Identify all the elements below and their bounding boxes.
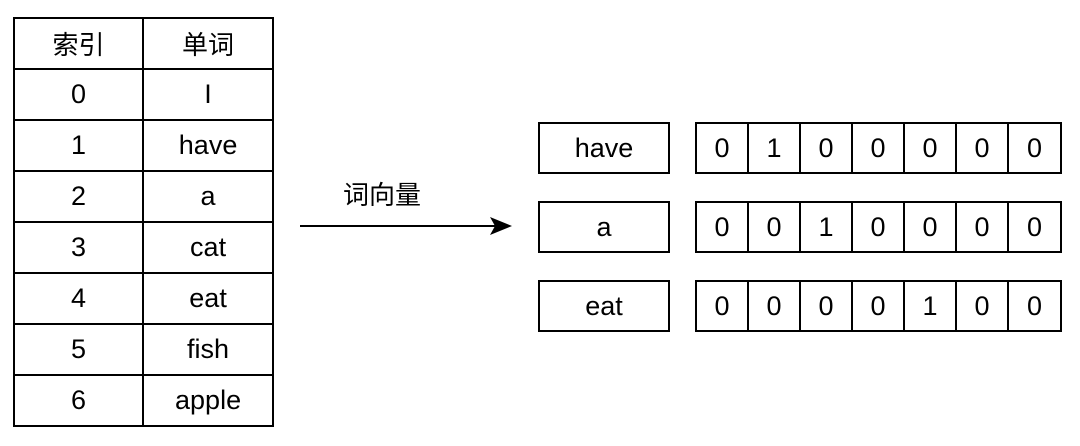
index-cell: 2 bbox=[12, 170, 145, 223]
one-hot-vector: 0 1 0 0 0 0 0 bbox=[695, 122, 1062, 174]
arrow-label: 词向量 bbox=[343, 181, 422, 211]
table-row: 1 have bbox=[12, 119, 274, 172]
vector-cell: 0 bbox=[853, 282, 905, 330]
vector-cell: 0 bbox=[853, 124, 905, 172]
vector-cell: 0 bbox=[905, 124, 957, 172]
word-cell: have bbox=[142, 119, 274, 172]
vector-cell: 0 bbox=[853, 203, 905, 251]
vector-cell: 0 bbox=[801, 124, 853, 172]
vector-word-label: have bbox=[538, 122, 670, 174]
word-cell: a bbox=[142, 170, 274, 223]
one-hot-vector: 0 0 1 0 0 0 0 bbox=[695, 201, 1062, 253]
vector-cell: 0 bbox=[1026, 132, 1043, 163]
vector-cell: 0 bbox=[957, 203, 1009, 251]
index-cell: 6 bbox=[12, 374, 145, 427]
vector-cell: 0 bbox=[697, 282, 749, 330]
vector-cell: 0 bbox=[749, 203, 801, 251]
index-cell: 4 bbox=[12, 272, 145, 325]
vector-cell: 0 bbox=[801, 282, 853, 330]
table-row: 5 fish bbox=[12, 323, 274, 376]
word-cell: eat bbox=[142, 272, 274, 325]
table-row: 6 apple bbox=[12, 374, 274, 427]
index-cell: 3 bbox=[12, 221, 145, 274]
vector-cell: 1 bbox=[801, 203, 853, 251]
vector-word-label: a bbox=[538, 201, 670, 253]
table-row: 4 eat bbox=[12, 272, 274, 325]
vocabulary-table: 索引 单词 0 I 1 have 2 a 3 cat 4 eat 5 fish bbox=[12, 17, 274, 427]
table-row: 3 cat bbox=[12, 221, 274, 274]
table-row: 2 a bbox=[12, 170, 274, 223]
word-cell: cat bbox=[142, 221, 274, 274]
vector-cell: 0 bbox=[697, 203, 749, 251]
vector-cell: 0 bbox=[1026, 211, 1043, 242]
vector-cell: 0 bbox=[697, 124, 749, 172]
word-column-header: 单词 bbox=[142, 17, 274, 70]
index-cell: 5 bbox=[12, 323, 145, 376]
index-column-header: 索引 bbox=[12, 17, 145, 70]
table-header-row: 索引 单词 bbox=[12, 17, 274, 70]
vector-cell: 0 bbox=[905, 203, 957, 251]
word-cell: apple bbox=[142, 374, 274, 427]
vector-cell: 1 bbox=[749, 124, 801, 172]
index-cell: 0 bbox=[12, 68, 145, 121]
right-arrow-icon bbox=[300, 217, 512, 235]
word-cell: I bbox=[142, 68, 274, 121]
vector-cell: 0 bbox=[957, 124, 1009, 172]
word-cell: fish bbox=[142, 323, 274, 376]
one-hot-vector: 0 0 0 0 1 0 0 bbox=[695, 280, 1062, 332]
index-cell: 1 bbox=[12, 119, 145, 172]
vector-cell: 0 bbox=[1026, 290, 1043, 321]
vector-word-label: eat bbox=[538, 280, 670, 332]
vector-cell: 0 bbox=[749, 282, 801, 330]
vector-cell: 1 bbox=[905, 282, 957, 330]
table-row: 0 I bbox=[12, 68, 274, 121]
vector-cell: 0 bbox=[957, 282, 1009, 330]
